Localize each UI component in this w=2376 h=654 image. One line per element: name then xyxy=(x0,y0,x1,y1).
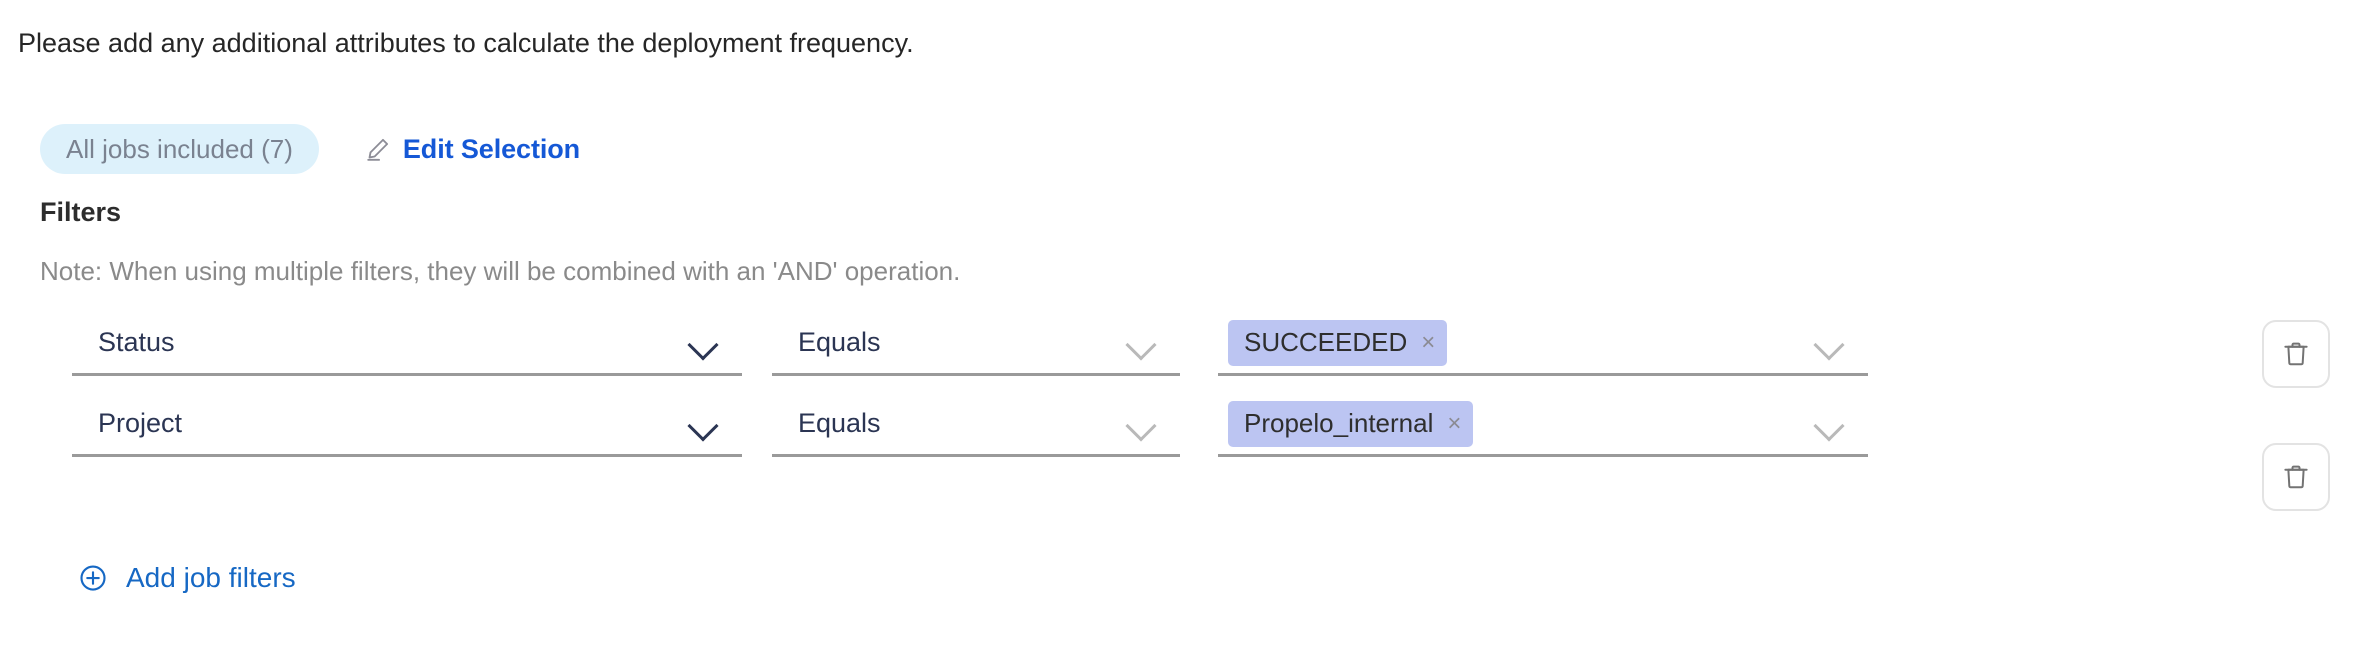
chevron-down-icon xyxy=(688,415,718,433)
filter-attribute-select[interactable]: Project xyxy=(72,393,742,457)
filters-heading: Filters xyxy=(40,197,122,227)
intro-text: Please add any additional attributes to … xyxy=(18,28,914,58)
chevron-down-icon xyxy=(1126,334,1156,352)
chevron-down-icon xyxy=(1126,415,1156,433)
job-selection-row: All jobs included (7) Edit Selection xyxy=(40,124,580,174)
chevron-down-icon xyxy=(688,334,718,352)
filter-value-chip[interactable]: SUCCEEDED × xyxy=(1228,319,1448,366)
plus-circle-icon xyxy=(78,563,108,593)
trash-icon xyxy=(2281,461,2311,493)
filter-operator-value: Equals xyxy=(798,408,881,438)
add-job-filters-label: Add job filters xyxy=(126,562,296,593)
filter-value-chip[interactable]: Propelo_internal × xyxy=(1228,400,1474,447)
filter-value-select[interactable]: Propelo_internal × xyxy=(1218,393,1868,457)
edit-selection-label: Edit Selection xyxy=(402,133,581,164)
trash-icon xyxy=(2281,338,2311,370)
filter-value-chip-label: Propelo_internal xyxy=(1244,408,1434,438)
filter-value-select[interactable]: SUCCEEDED × xyxy=(1218,312,1868,376)
pencil-icon xyxy=(365,136,391,162)
filter-attribute-select[interactable]: Status xyxy=(72,312,742,376)
add-job-filters-button[interactable]: Add job filters xyxy=(78,562,296,594)
chip-remove-icon[interactable]: × xyxy=(1447,409,1462,437)
filter-operator-select[interactable]: Equals xyxy=(772,312,1180,376)
chevron-down-icon xyxy=(1814,334,1844,352)
filter-row: Project Equals Propelo_internal × xyxy=(0,393,2376,511)
filters-note: Note: When using multiple filters, they … xyxy=(40,256,961,286)
filter-value-chip-label: SUCCEEDED xyxy=(1244,327,1408,357)
filter-attribute-value: Project xyxy=(98,408,183,438)
filter-operator-select[interactable]: Equals xyxy=(772,393,1180,457)
all-jobs-included-badge: All jobs included (7) xyxy=(40,124,319,174)
filter-attribute-value: Status xyxy=(98,327,175,357)
delete-filter-button[interactable] xyxy=(2262,320,2330,388)
chevron-down-icon xyxy=(1814,415,1844,433)
filter-operator-value: Equals xyxy=(798,327,881,357)
chip-remove-icon[interactable]: × xyxy=(1421,328,1436,356)
filter-row: Status Equals SUCCEEDED × xyxy=(0,312,2376,390)
edit-selection-button[interactable]: Edit Selection xyxy=(365,134,580,165)
delete-filter-button[interactable] xyxy=(2262,443,2330,511)
